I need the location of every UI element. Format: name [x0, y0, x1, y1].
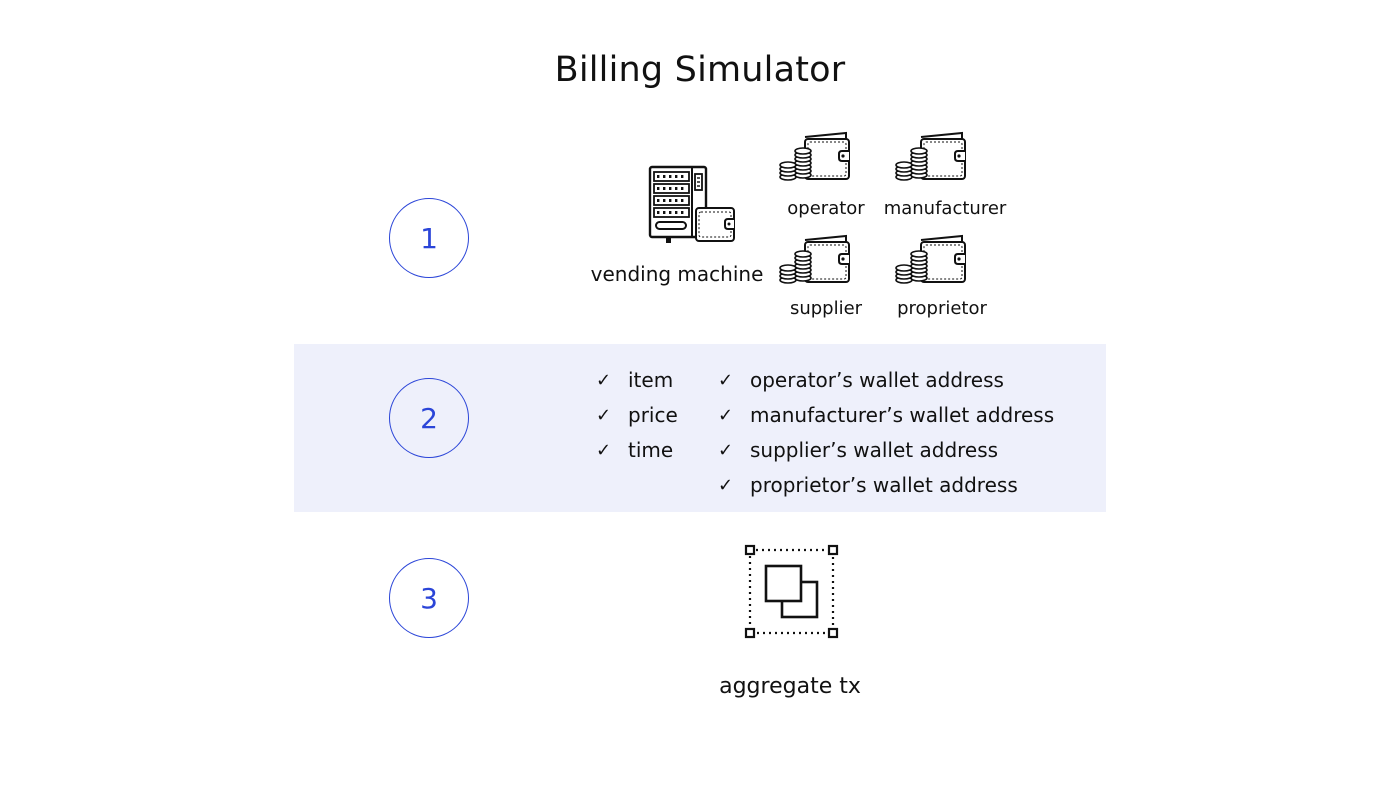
check-item-label: supplier’s wallet address [750, 438, 999, 462]
manufacturer-wallet-icon [895, 131, 971, 183]
step-1-badge: 1 [389, 198, 469, 278]
check-icon: ✓ [596, 404, 612, 426]
check-item-label: time [628, 438, 674, 462]
check-icon: ✓ [718, 474, 734, 496]
check-item-label: item [628, 368, 674, 392]
proprietor-label: proprietor [897, 298, 987, 319]
vending-machine-icon [648, 165, 735, 243]
check-icon: ✓ [596, 439, 612, 461]
page-title: Billing Simulator [554, 50, 846, 90]
supplier-label: supplier [789, 298, 863, 319]
manufacturer-label: manufacturer [883, 198, 1007, 219]
check-item-label: manufacturer’s wallet address [750, 403, 1055, 427]
aggregate-tx-icon [744, 544, 839, 639]
vending-machine-label: vending machine [590, 262, 764, 286]
step-2-badge: 2 [389, 378, 469, 458]
check-item-manufacturer-address: ✓ manufacturer’s wallet address [718, 403, 1054, 427]
check-item-label: proprietor’s wallet address [750, 473, 1018, 497]
check-icon: ✓ [718, 404, 734, 426]
operator-wallet-icon [779, 131, 855, 183]
check-item-operator-address: ✓ operator’s wallet address [718, 368, 1004, 392]
check-item-price: ✓ price [596, 403, 678, 427]
aggregate-tx-label: aggregate tx [719, 674, 861, 699]
supplier-wallet-icon [779, 234, 855, 286]
check-item-label: operator’s wallet address [750, 368, 1004, 392]
check-item-time: ✓ time [596, 438, 673, 462]
check-item-proprietor-address: ✓ proprietor’s wallet address [718, 473, 1018, 497]
check-icon: ✓ [596, 369, 612, 391]
step-3-badge: 3 [389, 558, 469, 638]
operator-label: operator [787, 198, 865, 219]
check-item-item: ✓ item [596, 368, 673, 392]
check-icon: ✓ [718, 369, 734, 391]
check-icon: ✓ [718, 439, 734, 461]
check-item-label: price [628, 403, 678, 427]
proprietor-wallet-icon [895, 234, 971, 286]
check-item-supplier-address: ✓ supplier’s wallet address [718, 438, 998, 462]
